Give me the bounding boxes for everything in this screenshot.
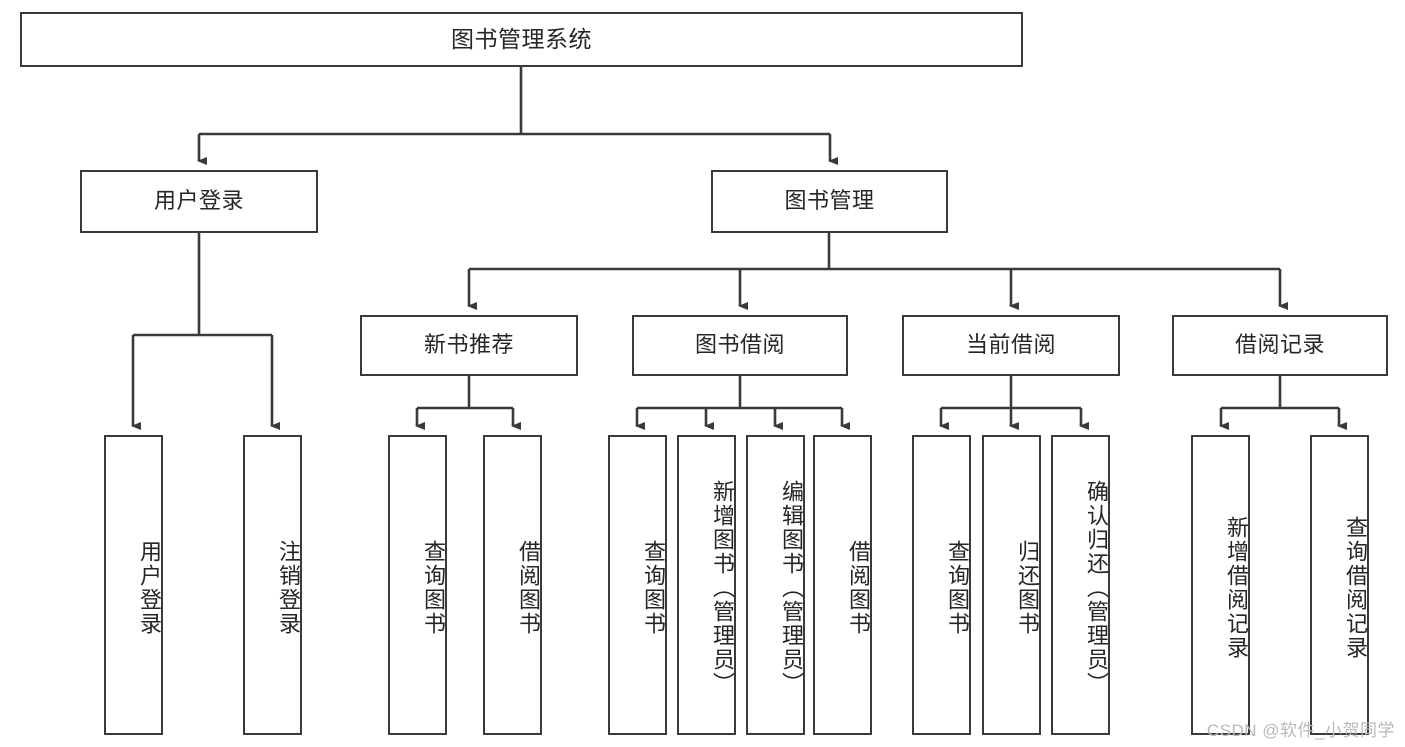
leaf-current-borrow-return[interactable]: 归还图书 [982,435,1041,735]
node-user-login-label: 用户登录 [153,188,244,214]
leaf-book-borrow-query-label: 查询图书 [641,540,666,636]
node-root[interactable]: 图书管理系统 [20,12,1023,67]
leaf-new-book-query-label: 查询图书 [421,540,446,636]
leaf-book-borrow-add[interactable]: 新增图书（管理员） [677,435,736,735]
node-current-borrow[interactable]: 当前借阅 [902,315,1120,376]
leaf-current-borrow-query-label: 查询图书 [945,540,970,636]
leaf-borrow-record-query[interactable]: 查询借阅记录 [1310,435,1369,735]
leaf-current-borrow-return-label: 归还图书 [1015,540,1040,636]
leaf-book-borrow-edit[interactable]: 编辑图书（管理员） [746,435,805,735]
leaf-book-borrow-edit-label: 编辑图书（管理员） [779,480,804,696]
node-book-borrow-label: 图书借阅 [694,332,785,358]
node-root-label: 图书管理系统 [451,25,592,52]
leaf-current-borrow-query[interactable]: 查询图书 [912,435,971,735]
node-new-book-recommend-label: 新书推荐 [423,332,514,358]
node-user-login[interactable]: 用户登录 [80,170,318,233]
node-book-borrow[interactable]: 图书借阅 [632,315,848,376]
leaf-book-borrow-borrow-label: 借阅图书 [846,540,871,636]
watermark: CSDN @软件_小贺同学 [1206,721,1395,740]
leaf-book-borrow-query[interactable]: 查询图书 [608,435,667,735]
node-book-management[interactable]: 图书管理 [711,170,948,233]
leaf-current-borrow-confirm-return-label: 确认归还（管理员） [1084,480,1109,696]
leaf-user-login-logout[interactable]: 注销登录 [243,435,302,735]
leaf-borrow-record-query-label: 查询借阅记录 [1343,516,1368,660]
node-new-book-recommend[interactable]: 新书推荐 [360,315,578,376]
node-current-borrow-label: 当前借阅 [965,332,1056,358]
node-borrow-record[interactable]: 借阅记录 [1172,315,1388,376]
node-book-management-label: 图书管理 [784,188,875,214]
leaf-new-book-borrow[interactable]: 借阅图书 [483,435,542,735]
leaf-new-book-query[interactable]: 查询图书 [388,435,447,735]
leaf-borrow-record-add-label: 新增借阅记录 [1224,516,1249,660]
leaf-book-borrow-add-label: 新增图书（管理员） [710,480,735,696]
leaf-current-borrow-confirm-return[interactable]: 确认归还（管理员） [1051,435,1110,735]
leaf-borrow-record-add[interactable]: 新增借阅记录 [1191,435,1250,735]
leaf-user-login-login-label: 用户登录 [137,540,162,636]
leaf-user-login-logout-label: 注销登录 [276,540,301,636]
leaf-new-book-borrow-label: 借阅图书 [516,540,541,636]
node-borrow-record-label: 借阅记录 [1234,332,1325,358]
leaf-book-borrow-borrow[interactable]: 借阅图书 [813,435,872,735]
leaf-user-login-login[interactable]: 用户登录 [104,435,163,735]
